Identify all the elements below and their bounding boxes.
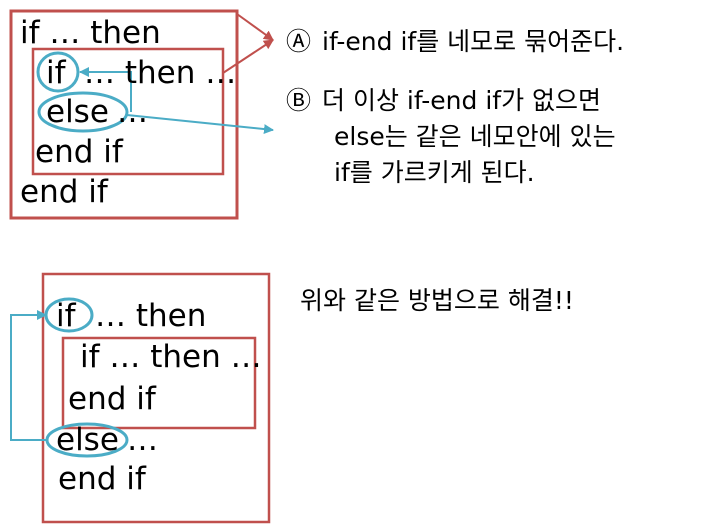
- top-outer-end-if: end if: [20, 174, 108, 210]
- arrow-outer-to-note-a: [236, 13, 274, 41]
- top-inner-then-text: … then …: [84, 55, 237, 91]
- top-inner-else-tail: …: [117, 94, 148, 130]
- top-inner-end-if: end if: [35, 134, 123, 170]
- arrow-else-to-if-bottom: [10, 310, 47, 441]
- top-inner-box: [31, 47, 225, 176]
- bottom-outer-else-keyword: else: [56, 422, 119, 458]
- note-b-line3: if를 가르키게 된다.: [334, 158, 535, 187]
- top-inner-if-keyword: if: [46, 55, 66, 91]
- bottom-outer-end-if: end if: [58, 461, 146, 497]
- top-else-oval: [37, 91, 129, 133]
- bottom-outer-if-keyword: if: [56, 298, 76, 334]
- bottom-outer-then-text: … then: [95, 298, 207, 334]
- bottom-inner-box: [61, 336, 257, 430]
- note-a-text: if-end if를 네모로 묶어준다.: [322, 27, 625, 56]
- bottom-outer-box: [41, 272, 271, 524]
- bottom-inner-if-line: if … then …: [80, 339, 262, 375]
- arrow-else-to-note-b: [126, 114, 274, 135]
- bottom-solution-note: 위와 같은 방법으로 해결!!: [300, 286, 574, 315]
- top-if-oval: [36, 51, 80, 93]
- note-b-line2: else는 같은 네모안에 있는: [334, 122, 616, 151]
- bottom-inner-end-if: end if: [68, 381, 156, 417]
- top-outer-if-line: if … then: [20, 15, 161, 51]
- note-b-line1: 더 이상 if-end if가 없으면: [322, 86, 602, 115]
- note-a-marker: Ⓐ: [286, 27, 312, 56]
- top-outer-box: [9, 9, 239, 220]
- note-b-marker: Ⓑ: [286, 86, 312, 115]
- top-inner-else-keyword: else: [46, 94, 109, 130]
- arrow-else-to-if-top: [79, 67, 132, 112]
- arrow-inner-to-note-a: [222, 39, 274, 74]
- bottom-outer-else-tail: …: [127, 422, 158, 458]
